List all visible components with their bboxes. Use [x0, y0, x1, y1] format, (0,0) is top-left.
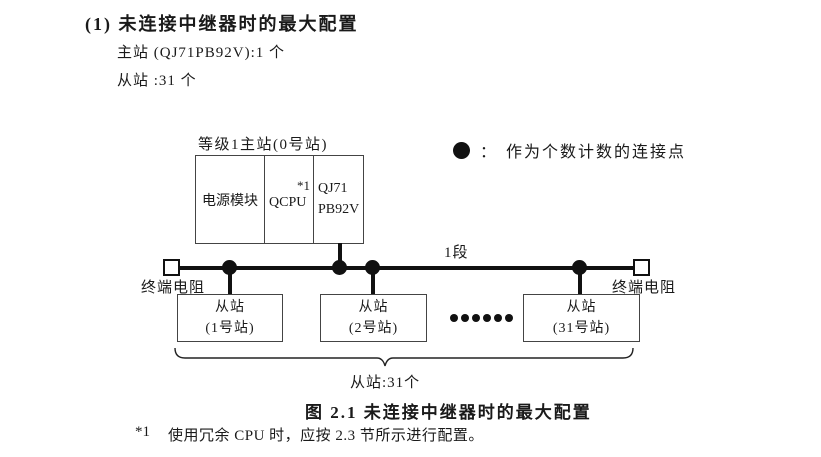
- qcpu-cell: *1 QCPU: [265, 156, 314, 243]
- ellipsis-dot: [450, 314, 458, 322]
- connection-point-slave2: [365, 260, 380, 275]
- legend: ： 作为个数计数的连接点: [453, 138, 686, 162]
- ellipsis-dot: [505, 314, 513, 322]
- slave2-drop-line: [371, 269, 375, 295]
- footnote-text: 使用冗余 CPU 时，应按 2.3 节所示进行配置。: [168, 428, 484, 444]
- connection-point-slave31: [572, 260, 587, 275]
- brace-label: 从站:31个: [350, 375, 421, 391]
- ellipsis-dots: [450, 314, 513, 322]
- master-station-label: 等级1主站(0号站): [198, 137, 328, 153]
- legend-colon: ：: [480, 144, 499, 161]
- brace-shape: [174, 347, 634, 367]
- master-station-box: 电源模块 *1 QCPU QJ71 PB92V: [195, 155, 364, 244]
- footnote: *1 使用冗余 CPU 时，应按 2.3 节所示进行配置。: [135, 424, 484, 445]
- footnote-ref-marker: *1: [297, 178, 310, 193]
- terminator-left-label: 终端电阻: [141, 280, 206, 296]
- footnote-marker: *1: [135, 424, 150, 440]
- terminator-left-icon: [163, 259, 180, 276]
- connection-point-slave1: [222, 260, 237, 275]
- segment-label: 1段: [444, 245, 469, 261]
- slave31-drop-line: [578, 269, 582, 295]
- master-count-line: 主站 (QJ71PB92V):1 个: [117, 45, 286, 61]
- power-module-cell: 电源模块: [196, 156, 265, 243]
- slave-station-31-box: 从站 (31号站): [523, 294, 640, 342]
- terminator-right-icon: [633, 259, 650, 276]
- section-title: (1) 未连接中继器时的最大配置: [85, 14, 359, 34]
- ellipsis-dot: [472, 314, 480, 322]
- ellipsis-dot: [461, 314, 469, 322]
- slave-count-line: 从站 :31 个: [117, 73, 197, 89]
- pb92v-cell: QJ71 PB92V: [318, 181, 360, 217]
- slave-station-1-box: 从站 (1号站): [177, 294, 283, 342]
- qcpu-label: QCPU: [269, 195, 307, 210]
- connection-point-master: [332, 260, 347, 275]
- ellipsis-dot: [494, 314, 502, 322]
- bus-line: [178, 266, 635, 270]
- master-drop-line: [338, 243, 342, 267]
- figure-caption: 图 2.1 未连接中继器时的最大配置: [305, 403, 592, 422]
- connection-point-icon: [453, 141, 470, 159]
- ellipsis-dot: [483, 314, 491, 322]
- terminator-right-label: 终端电阻: [612, 280, 677, 296]
- slave1-drop-line: [228, 269, 232, 295]
- slave-station-2-box: 从站 (2号站): [320, 294, 427, 342]
- legend-text: 作为个数计数的连接点: [506, 144, 687, 161]
